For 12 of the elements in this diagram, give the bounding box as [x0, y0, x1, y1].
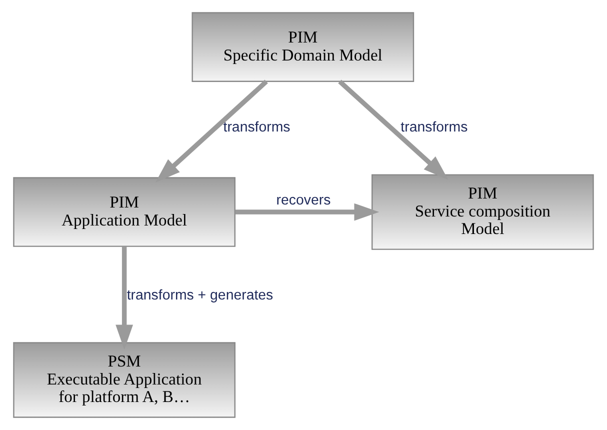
- node-box: PIM Specific Domain Model: [192, 12, 414, 82]
- edge-label: transforms + generates: [126, 288, 274, 304]
- arrow: [235, 203, 380, 221]
- edge-label: transforms: [223, 120, 290, 136]
- arrow: [338, 80, 448, 180]
- edge-label: recovers: [276, 192, 331, 208]
- node-box: PIM Application Model: [13, 177, 236, 247]
- arrow: [116, 246, 134, 350]
- arrow: [156, 80, 268, 182]
- edge-label: transforms: [400, 120, 468, 136]
- node-box: PIM Service composition Model: [372, 174, 594, 250]
- node-box: PSM Executable Application for platform A, B…: [13, 342, 236, 418]
